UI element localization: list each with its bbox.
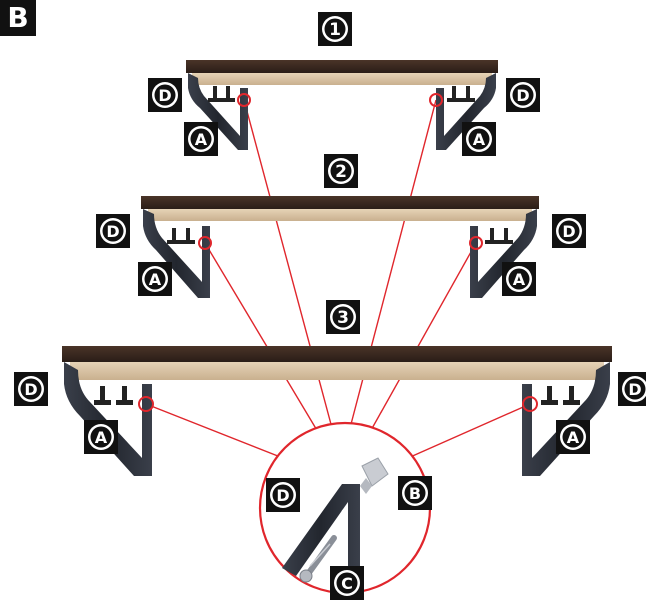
- svg-text:1: 1: [329, 20, 341, 40]
- bracket-right-icon: [522, 362, 610, 476]
- label-d-detail-text: D: [276, 486, 289, 505]
- label-d-shelf1-right-text: D: [516, 86, 529, 105]
- label-b-detail-text: B: [409, 484, 421, 503]
- label-a-shelf3-right: A: [556, 420, 590, 454]
- shelf-1: [186, 60, 498, 150]
- label-d-shelf2-left: D: [96, 214, 130, 248]
- label-c-detail: C: [330, 566, 364, 600]
- label-d-shelf2-right-text: D: [562, 222, 575, 241]
- bracket-left-icon: [188, 73, 248, 150]
- screw-icon: [299, 535, 337, 583]
- svg-text:3: 3: [337, 308, 349, 328]
- hardware-detail-callout: [258, 421, 432, 595]
- svg-text:2: 2: [335, 162, 347, 182]
- label-c-detail-text: C: [341, 574, 353, 593]
- wall-anchor-icon: [360, 457, 389, 494]
- label-d-shelf3-left-text: D: [24, 380, 37, 399]
- shelf-2: [141, 196, 539, 298]
- label-d-shelf1-right: D: [506, 78, 540, 112]
- label-a-shelf1-right: A: [462, 122, 496, 156]
- shelf-number-1: 1: [318, 12, 352, 46]
- panel-label: B: [0, 0, 36, 36]
- label-a-shelf3-right-text: A: [567, 428, 580, 447]
- label-a-shelf2-left-text: A: [149, 270, 162, 289]
- bracket-right-icon: [436, 73, 496, 150]
- label-a-shelf1-left-text: A: [195, 130, 208, 149]
- label-d-shelf1-left: D: [148, 78, 182, 112]
- label-a-shelf1-left: A: [184, 122, 218, 156]
- shelf-3: [62, 346, 612, 476]
- label-a-shelf2-right-text: A: [513, 270, 526, 289]
- label-a-shelf2-left: A: [138, 262, 172, 296]
- label-d-shelf3-right-text: D: [628, 380, 641, 399]
- shelf-number-2: 2: [324, 154, 358, 188]
- label-d-detail: D: [266, 478, 300, 512]
- label-a-shelf3-left-text: A: [95, 428, 108, 447]
- label-d-shelf3-left: D: [14, 372, 48, 406]
- label-d-shelf2-right: D: [552, 214, 586, 248]
- label-a-shelf2-right: A: [502, 262, 536, 296]
- label-b-detail: B: [398, 476, 432, 510]
- bracket-left-icon: [64, 362, 152, 476]
- label-a-shelf1-right-text: A: [473, 130, 486, 149]
- label-d-shelf1-left-text: D: [158, 86, 171, 105]
- bracket-right-icon: [470, 209, 537, 298]
- bracket-detail-icon: [282, 484, 360, 576]
- bracket-left-icon: [143, 209, 210, 298]
- svg-text:B: B: [7, 1, 28, 34]
- label-a-shelf3-left: A: [84, 420, 118, 454]
- label-d-shelf2-left-text: D: [106, 222, 119, 241]
- shelf-number-3: 3: [326, 300, 360, 334]
- label-d-shelf3-right: D: [618, 372, 646, 406]
